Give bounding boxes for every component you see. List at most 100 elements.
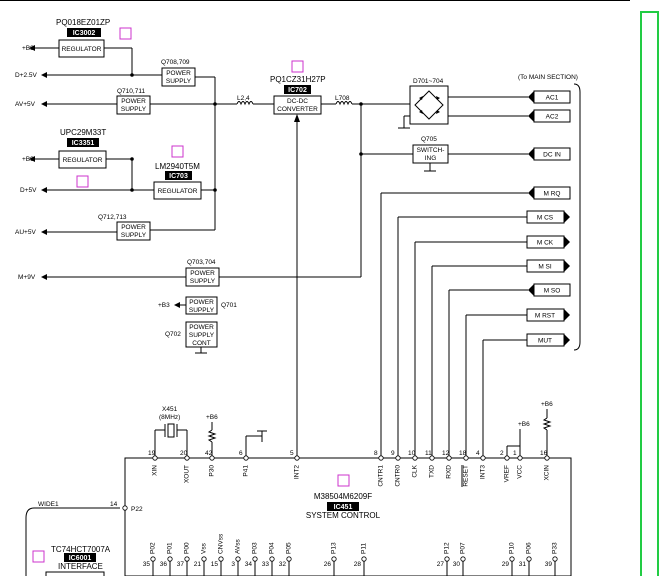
l708-label: L708 bbox=[335, 95, 350, 102]
pin-37-name: P00 bbox=[184, 542, 191, 554]
pin-29-name: P10 bbox=[509, 542, 516, 554]
ic3002-block: PQ018EZ01ZP IC3002 REGULATOR bbox=[56, 18, 132, 58]
pin-15-name: CNVss bbox=[218, 533, 225, 554]
pin-18-marker bbox=[463, 455, 469, 461]
ic3002-part: PQ018EZ01ZP bbox=[56, 18, 110, 27]
ic703-ref: IC703 bbox=[169, 173, 188, 180]
pin-3-marker bbox=[235, 556, 241, 562]
pin-12-name: RXD bbox=[446, 465, 453, 479]
svg-text:SUPPLY: SUPPLY bbox=[121, 106, 147, 113]
pin-42-marker bbox=[209, 455, 215, 461]
pin-2-name: VREF bbox=[504, 465, 511, 482]
svg-text:CONT: CONT bbox=[192, 340, 210, 347]
d701-label: D701~704 bbox=[413, 78, 444, 85]
ic3002-label: REGULATOR bbox=[62, 46, 102, 53]
pin-31-name: P06 bbox=[526, 542, 533, 554]
pin-36-name: P01 bbox=[167, 542, 174, 554]
pin-28-name: P11 bbox=[361, 543, 368, 554]
ic702-box bbox=[273, 95, 322, 115]
pin-2-num: 2 bbox=[500, 450, 504, 457]
q708-ref: Q708,709 bbox=[161, 59, 190, 66]
ic6001-label: INTERFACE bbox=[58, 562, 103, 571]
page-edge-marker bbox=[640, 11, 659, 576]
rail-b6-p30: +B6 bbox=[206, 414, 218, 421]
pin-39-num: 39 bbox=[545, 561, 553, 568]
svg-text:POWER: POWER bbox=[121, 224, 146, 231]
pin-11-marker bbox=[429, 455, 435, 461]
pin-1-num: 1 bbox=[513, 450, 517, 457]
pin-20-name: XOUT bbox=[184, 465, 191, 483]
ic6001-ref: IC6001 bbox=[69, 555, 92, 562]
svg-text:M RST: M RST bbox=[535, 313, 555, 320]
connector-m-rq: M RQ bbox=[528, 186, 571, 200]
svg-text:SWITCH-: SWITCH- bbox=[417, 147, 445, 154]
marker-square bbox=[291, 60, 304, 73]
rail-av5: AV+5V bbox=[15, 101, 36, 108]
svg-text:SUPPLY: SUPPLY bbox=[121, 232, 147, 239]
pin-28-num: 28 bbox=[354, 561, 362, 568]
diode-bridge bbox=[409, 85, 449, 125]
connector-ac1: AC1 bbox=[528, 90, 571, 104]
pin-29-marker bbox=[509, 556, 515, 562]
pin-32-num: 32 bbox=[279, 561, 287, 568]
q712-box bbox=[116, 221, 151, 241]
pin-16-marker bbox=[544, 455, 550, 461]
svg-text:POWER: POWER bbox=[166, 70, 191, 77]
pin-20-num: 20 bbox=[180, 450, 188, 457]
pin-28-marker bbox=[361, 556, 367, 562]
pin-6-name: P41 bbox=[243, 465, 250, 477]
ic702-part: PQ1CZ31H27P bbox=[270, 75, 326, 84]
svg-text:REGULATOR: REGULATOR bbox=[158, 188, 198, 195]
pin-35-marker bbox=[150, 556, 156, 562]
marker-square bbox=[171, 145, 184, 158]
connector-m-ck: M CK bbox=[526, 235, 570, 249]
rail-d5: D+5V bbox=[20, 187, 37, 194]
ic3351-ref: IC3351 bbox=[72, 140, 95, 147]
ic451-part: M38504M6209F bbox=[314, 492, 372, 501]
svg-text:M SO: M SO bbox=[544, 288, 561, 295]
q703-ref: Q703,704 bbox=[187, 259, 216, 266]
rail-au5: AU+5V bbox=[15, 229, 36, 236]
pin-39-name: P33 bbox=[552, 542, 559, 554]
pin-1-marker bbox=[517, 455, 523, 461]
pin-27-marker bbox=[444, 556, 450, 562]
q710-ref: Q710,711 bbox=[117, 88, 145, 95]
ic451-label: SYSTEM CONTROL bbox=[306, 511, 381, 520]
rail-b6-vcc: +B6 bbox=[518, 421, 530, 428]
pin-33-num: 33 bbox=[262, 561, 270, 568]
mcu-top-pins: 19XIN20XOUT42P306P415INT28CNTR19CNTR010C… bbox=[148, 450, 551, 487]
pin-33-name: P04 bbox=[269, 542, 276, 554]
ic703-part: LM2940T5M bbox=[155, 162, 200, 171]
pin-18-name: RESET bbox=[463, 465, 470, 487]
pin-19-num: 19 bbox=[148, 450, 156, 457]
connector-mut: MUT bbox=[526, 333, 570, 347]
pin-5-marker bbox=[294, 455, 300, 461]
pin-34-marker bbox=[252, 556, 258, 562]
ic3351-block: UPC29M33T IC3351 REGULATOR bbox=[58, 128, 107, 169]
pin-19-name: XIN bbox=[152, 465, 159, 476]
pin-8-num: 8 bbox=[374, 450, 378, 457]
mcu-bottom-pins: 35P0236P0137P0021Vss15CNVss3AVss34P0333P… bbox=[143, 533, 559, 576]
pin-36-marker bbox=[167, 556, 173, 562]
svg-text:POWER: POWER bbox=[190, 270, 215, 277]
rail-b3: +B3 bbox=[158, 302, 170, 309]
q702-ref: Q702 bbox=[165, 331, 181, 338]
pin-14-name: P22 bbox=[131, 506, 143, 513]
pin-35-num: 35 bbox=[143, 561, 151, 568]
pin-14-num: 14 bbox=[110, 501, 118, 508]
pin-1-name: VCC bbox=[517, 465, 524, 479]
pin-5-name: INT2 bbox=[294, 465, 301, 479]
pin-18-num: 18 bbox=[459, 450, 467, 457]
pin-10-marker bbox=[412, 455, 418, 461]
rail-b8: +B8 bbox=[22, 45, 34, 52]
svg-text:SUPPLY: SUPPLY bbox=[190, 278, 216, 285]
pin-35-name: P02 bbox=[150, 542, 157, 554]
q701-ref: Q701 bbox=[221, 302, 237, 309]
pin-4-num: 4 bbox=[476, 450, 480, 457]
rail-b6-xcin: +B6 bbox=[541, 401, 553, 408]
connector-dc-in: DC IN bbox=[528, 147, 571, 161]
svg-text:DC IN: DC IN bbox=[543, 152, 561, 159]
pin-15-marker bbox=[218, 556, 224, 562]
rail-m9: M+9V bbox=[18, 274, 36, 281]
